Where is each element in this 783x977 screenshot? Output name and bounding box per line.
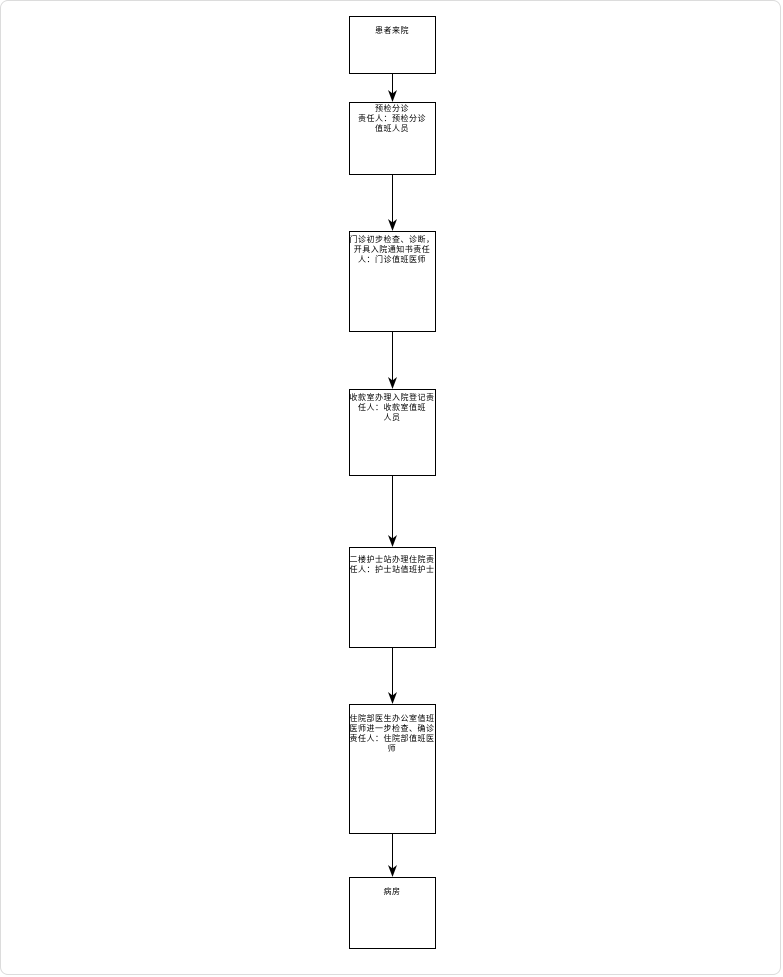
- flow-arrowhead-icon: [388, 219, 397, 231]
- flow-node-box: [349, 16, 436, 74]
- flow-node-label: 预检分诊 责任人：预检分诊 值班人员: [358, 104, 426, 133]
- flow-node-label: 住院部医生办公室值班医师进一步检查、确诊 责任人：住院部值班医师: [349, 714, 435, 753]
- flow-node-box: [349, 877, 436, 949]
- flow-node-box: [349, 704, 436, 834]
- flow-node-box: [349, 547, 436, 648]
- flow-arrowhead-icon: [388, 535, 397, 547]
- flow-node-label: 患者来院: [375, 26, 409, 35]
- flow-node-label: 二楼护士站办理住院责任人：护士站值班护士: [349, 555, 435, 574]
- flow-arrowhead-icon: [388, 692, 397, 704]
- flow-arrowhead-icon: [388, 377, 397, 389]
- flow-arrowhead-icon: [388, 865, 397, 877]
- flow-node-label: 门诊初步检查、诊断，开具入院通知书责任人：门诊值班医师: [349, 235, 435, 264]
- flow-node-box: [349, 389, 436, 476]
- flow-node-label: 收款室办理入院登记责任人：收款室值班 人员: [349, 393, 435, 422]
- flow-node-box: [349, 102, 436, 175]
- flow-arrowhead-icon: [388, 90, 397, 102]
- flow-node-box: [349, 231, 436, 332]
- flow-node-label: 病房: [383, 887, 401, 896]
